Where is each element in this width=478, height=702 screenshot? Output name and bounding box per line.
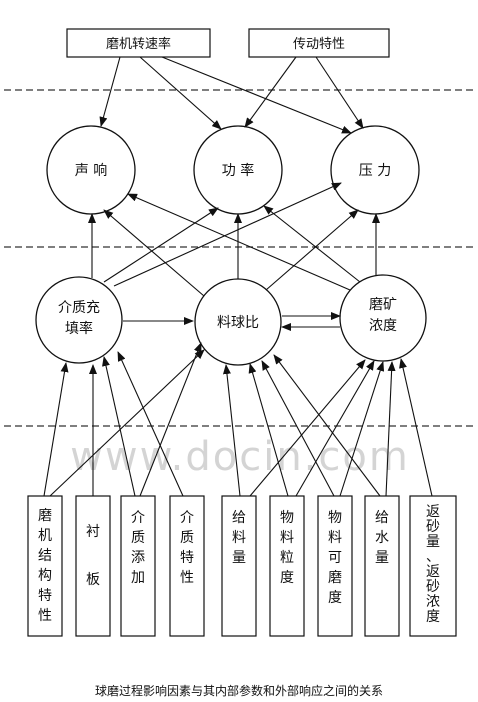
arrow xyxy=(49,349,205,497)
node-fill-rate: 介质充 填率 xyxy=(35,276,123,364)
arrow xyxy=(315,56,364,129)
factor-box-media_prop-label: 介质特性 xyxy=(180,510,194,586)
arrow xyxy=(127,193,351,291)
factor-box-media_add-label: 介质添加 xyxy=(131,510,145,586)
factor-box-size: 物料粒度 xyxy=(269,495,305,637)
arrow xyxy=(113,182,342,287)
arrow xyxy=(248,363,289,497)
top-box-transmission-label: 传动特性 xyxy=(293,37,345,52)
arrow xyxy=(43,362,69,497)
node-power-label: 功 率 xyxy=(222,162,254,179)
arrow xyxy=(103,209,205,297)
factor-box-water-label: 给水量 xyxy=(375,510,389,566)
factor-box-grind: 物料可磨度 xyxy=(317,495,353,637)
factor-box-media_add: 介质添加 xyxy=(120,495,156,637)
factor-box-mill: 磨机结构特性 xyxy=(27,495,63,637)
arrow xyxy=(265,209,359,291)
node-fill-rate-line-2: 填率 xyxy=(65,320,93,337)
arrow xyxy=(222,364,241,497)
factor-box-water: 给水量 xyxy=(364,495,400,637)
node-density-line-1: 磨矿 xyxy=(369,297,397,313)
factor-box-return-label: 返砂量、返砂浓度 xyxy=(426,504,440,625)
factor-box-size-label: 物料粒度 xyxy=(280,510,294,586)
arrows-factor-to-param xyxy=(43,342,433,497)
node-density: 磨矿 浓度 xyxy=(339,274,427,362)
factor-box-mill-label: 磨机结构特性 xyxy=(38,508,52,624)
arrow xyxy=(295,360,375,497)
factor-box-feed: 给料量 xyxy=(221,495,257,637)
node-power: 功 率 xyxy=(193,125,283,215)
arrow xyxy=(263,205,361,283)
node-fill-rate-line-1: 介质充 xyxy=(58,300,100,316)
arrow xyxy=(139,342,202,497)
factor-box-feed-label: 给料量 xyxy=(232,510,246,566)
factor-box-grind-label: 物料可磨度 xyxy=(328,510,342,606)
arrow xyxy=(244,56,297,128)
node-ratio-label: 料球比 xyxy=(217,315,259,331)
arrows-param-to-response xyxy=(88,182,380,297)
arrow xyxy=(102,356,136,497)
arrows-param-interaction xyxy=(123,312,341,331)
top-box-speed: 磨机转速率 xyxy=(66,28,211,58)
arrow xyxy=(103,207,219,283)
node-sound-label: 声 响 xyxy=(75,163,107,179)
factor-box-media_prop: 介质特性 xyxy=(169,495,205,637)
node-ratio: 料球比 xyxy=(194,278,282,366)
top-box-speed-label: 磨机转速率 xyxy=(106,36,171,52)
arrow xyxy=(99,56,121,127)
node-pressure: 压 力 xyxy=(330,125,420,215)
arrow xyxy=(249,359,366,497)
factor-box-liner-label: 衬板 xyxy=(86,524,100,588)
arrow xyxy=(161,56,352,134)
arrow xyxy=(385,361,396,497)
arrow xyxy=(339,361,385,497)
caption: 球磨过程影响因素与其内部参数和外部响应之间的关系 xyxy=(94,684,383,698)
node-pressure-label: 压 力 xyxy=(359,163,391,179)
factor-box-return: 返砂量、返砂浓度 xyxy=(409,495,457,637)
arrow xyxy=(273,354,381,497)
top-box-transmission: 传动特性 xyxy=(248,28,390,58)
arrow xyxy=(139,56,222,130)
arrow xyxy=(117,351,184,497)
factor-boxes: 磨机结构特性 衬板 介质添加 介质特性 给料量 物料粒度 物料可磨度 给水量 返砂量、返砂浓度 xyxy=(27,495,457,637)
node-density-line-2: 浓度 xyxy=(369,318,397,334)
arrow xyxy=(399,358,433,497)
node-sound: 声 响 xyxy=(46,125,136,215)
factor-box-liner: 衬板 xyxy=(75,495,111,637)
watermark: www.docin.com xyxy=(70,434,410,480)
arrows-top-to-response xyxy=(99,56,364,134)
arrow xyxy=(261,360,335,497)
